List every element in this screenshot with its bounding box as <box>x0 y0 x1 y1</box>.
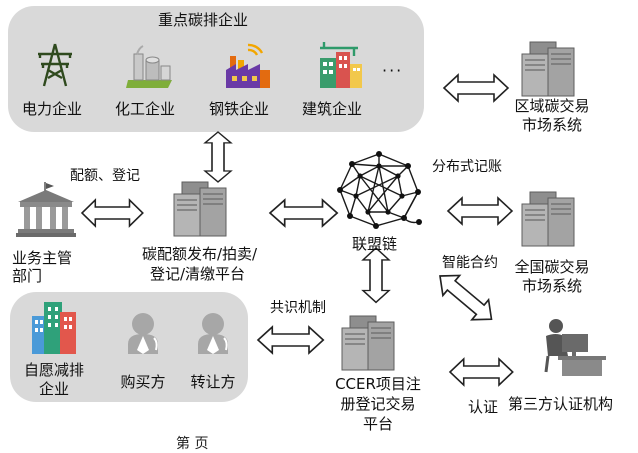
authority-label-line2: 部门 <box>12 267 43 285</box>
buyer-label: 购买方 <box>120 373 166 391</box>
steel-enterprise-label: 钢铁企业 <box>209 100 270 118</box>
arrow-chain-national <box>447 197 513 225</box>
arrow-enterprises-platform <box>204 131 232 183</box>
quota-platform-label-line2: 登记/清缴平台 <box>150 265 246 283</box>
more-enterprises-ellipsis: ··· <box>382 61 404 80</box>
buyer-person-icon <box>124 310 162 356</box>
national-market-label-line2: 市场系统 <box>521 277 582 295</box>
key-emitters-title: 重点碳排企业 <box>158 11 249 29</box>
arrow-chain-ccer <box>362 247 390 304</box>
arrow-chain-thirdparty <box>430 265 501 330</box>
chemical-enterprise-label: 化工企业 <box>115 100 176 118</box>
smart-contract-edge-label: 智能合约 <box>442 255 498 271</box>
regional-market-label-line2: 市场系统 <box>521 116 582 134</box>
authority-label-line1: 业务主管 <box>12 249 73 267</box>
national-market-server-icon <box>520 190 584 248</box>
construction-enterprise-label: 建筑企业 <box>302 100 363 118</box>
distributed-ledger-edge-label: 分布式记账 <box>432 159 502 175</box>
quota-platform-label-line1: 碳配额发布/拍卖/ <box>142 245 258 263</box>
consensus-edge-label: 共识机制 <box>270 300 326 316</box>
certification-edge-label: 认证 <box>468 398 499 416</box>
ccer-platform-label-line2: 册登记交易 <box>340 395 416 413</box>
transferor-label: 转让方 <box>190 373 236 391</box>
arrow-ccer-thirdparty <box>449 358 514 386</box>
transferor-person-icon <box>194 310 232 356</box>
construction-building-icon <box>314 40 366 92</box>
power-enterprise-label: 电力企业 <box>22 100 83 118</box>
enterprise-buildings-icon <box>30 298 80 356</box>
steel-plant-icon <box>222 40 274 92</box>
national-market-label-line1: 全国碳交易 <box>514 258 590 276</box>
regional-market-server-icon <box>520 40 584 98</box>
ccer-platform-server-icon <box>340 314 404 372</box>
quota-platform-server-icon <box>172 180 236 238</box>
arrow-authority-platform <box>81 199 144 227</box>
voluntary-enterprise-label-line1: 自愿减排 <box>23 361 84 379</box>
government-building-icon <box>14 180 78 238</box>
chemical-plant-icon <box>124 40 176 92</box>
ccer-platform-label-line3: 平台 <box>362 415 393 433</box>
arrow-platform-chain <box>269 199 339 227</box>
arrow-enterprises-regional <box>443 74 509 102</box>
third-party-certifier-label: 第三方认证机构 <box>508 395 614 413</box>
consortium-chain-label: 联盟链 <box>352 235 398 253</box>
certifier-at-desk-icon <box>536 316 608 378</box>
arrow-voluntary-ccer <box>257 326 325 354</box>
consortium-blockchain-icon <box>336 150 422 230</box>
regional-market-label-line1: 区域碳交易 <box>514 97 590 115</box>
quota-register-edge-label: 配额、登记 <box>70 168 140 184</box>
ccer-platform-label-line1: CCER项目注 <box>335 375 421 393</box>
voluntary-enterprise-label-line2: 企业 <box>38 380 69 398</box>
power-tower-icon <box>30 40 80 90</box>
